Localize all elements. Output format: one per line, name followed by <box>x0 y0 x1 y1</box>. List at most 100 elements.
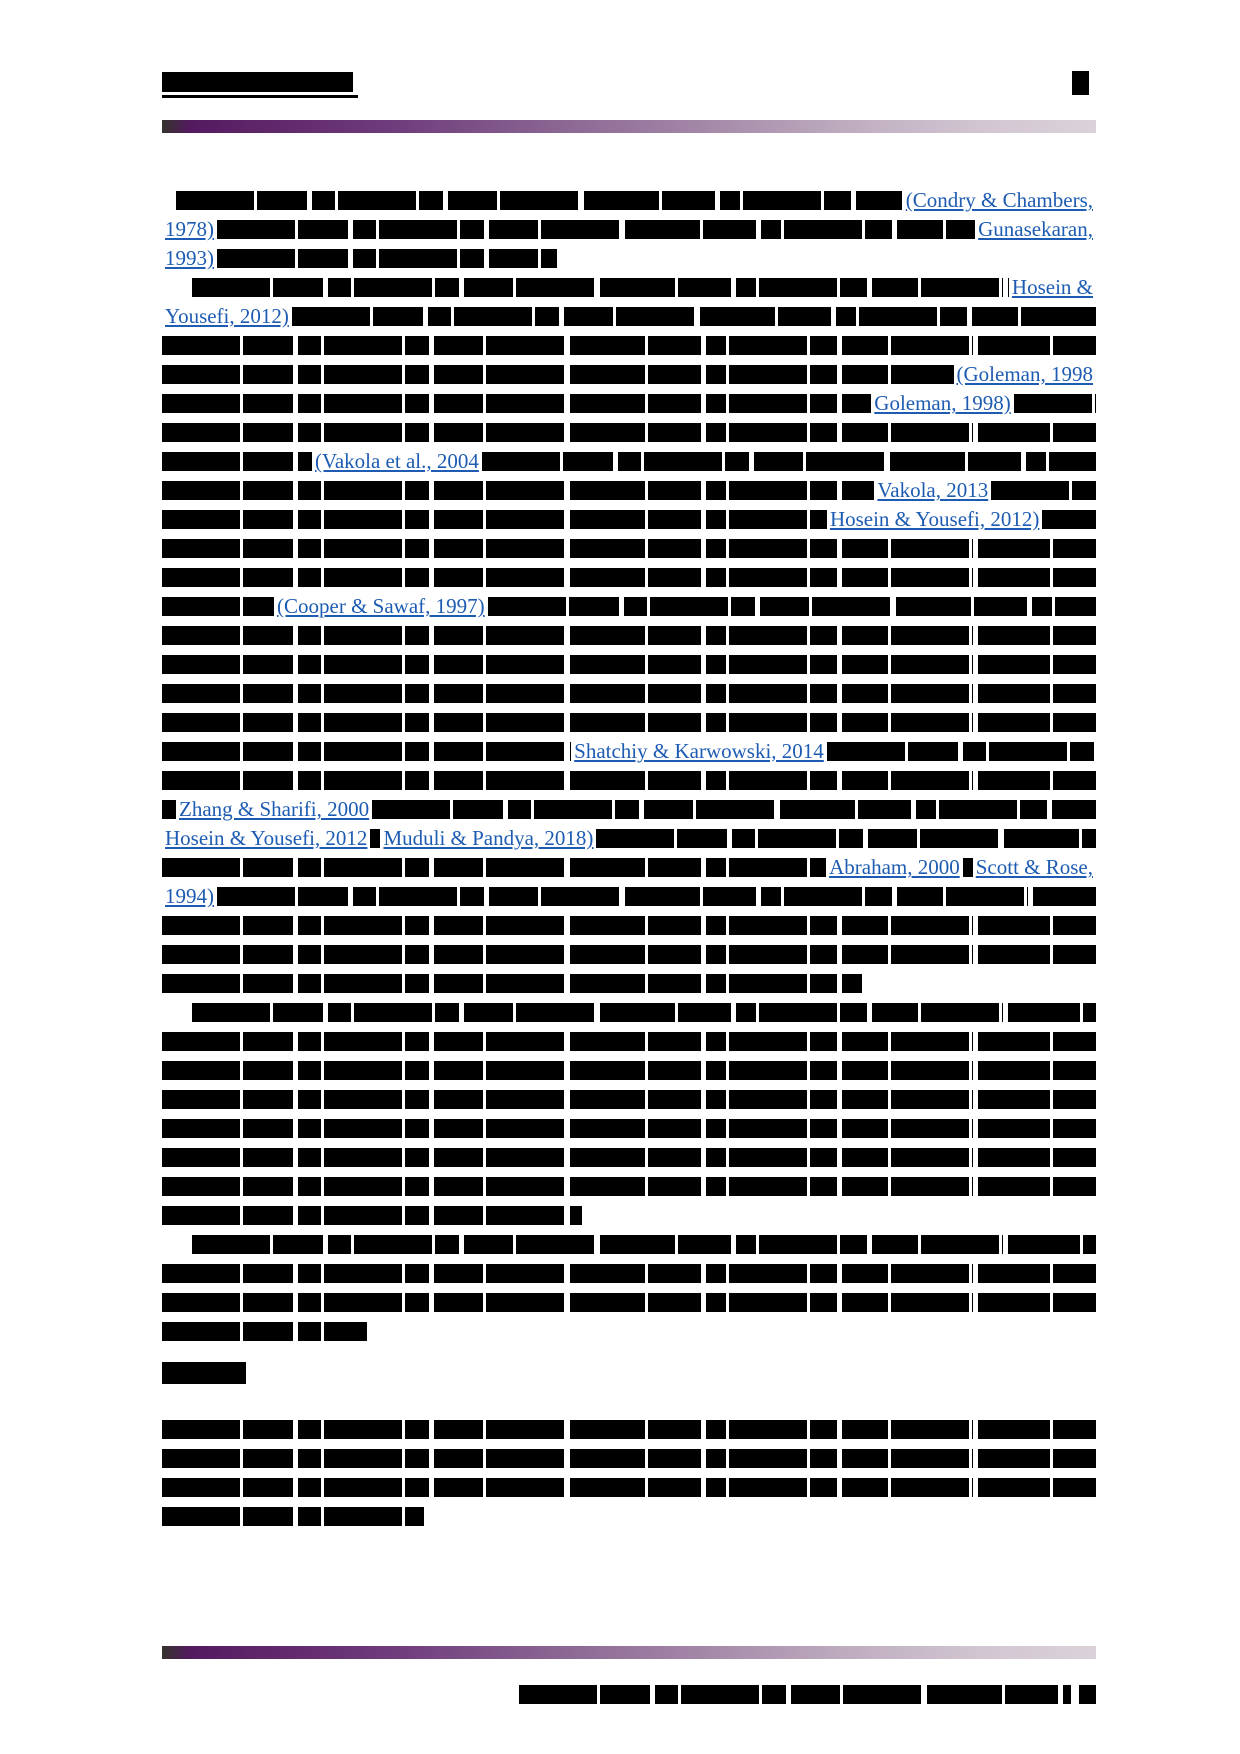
footer-rule-gradient <box>162 1646 1096 1659</box>
redacted-text <box>162 1177 1096 1196</box>
citation-link[interactable]: 1993) <box>165 246 214 270</box>
text-line: Zhang & Sharifi, 2000 <box>162 795 1096 824</box>
redacted-text <box>162 1478 1096 1497</box>
text-line <box>162 1317 1096 1346</box>
section-heading-redacted <box>162 1361 246 1384</box>
redacted-text <box>519 1684 1071 1704</box>
text-line <box>162 1172 1096 1201</box>
redacted-text <box>162 423 1096 442</box>
redacted-text <box>162 858 827 877</box>
citation-link[interactable]: 1994) <box>165 884 214 908</box>
text-line: 1994) <box>162 882 1096 911</box>
citation-link[interactable]: Vakola, 2013 <box>877 478 989 502</box>
text-spacer <box>1071 1685 1079 1704</box>
citation-link[interactable]: Scott & Rose, <box>975 855 1093 879</box>
redacted-text <box>217 887 1096 906</box>
text-line <box>162 1259 1096 1288</box>
citation-link[interactable]: (Condry & Chambers, <box>905 188 1093 212</box>
text-line: Yousefi, 2012) <box>162 302 1096 331</box>
redacted-text <box>596 829 1096 848</box>
text-line: (Cooper & Sawaf, 1997) <box>162 592 1096 621</box>
text-line: (Condry & Chambers, <box>162 186 1096 215</box>
running-head-underline <box>162 95 358 98</box>
redacted-text <box>1042 510 1096 529</box>
text-line: Abraham, 2000 Scott & Rose, <box>162 853 1096 882</box>
redacted-text <box>1013 394 1096 413</box>
text-line <box>162 1085 1096 1114</box>
page-number-redacted <box>1072 71 1089 95</box>
text-line: Shatchiy & Karwowski, 2014 <box>162 737 1096 766</box>
text-line <box>162 650 1096 679</box>
redacted-text <box>481 452 1096 471</box>
section-heading-row <box>162 1358 1096 1387</box>
redacted-text <box>162 1264 1096 1283</box>
redacted-text <box>176 191 903 210</box>
redacted-text <box>192 1003 1096 1022</box>
text-line <box>162 940 1096 969</box>
citation-link[interactable]: (Cooper & Sawaf, 1997) <box>277 594 485 618</box>
redacted-text <box>962 858 973 877</box>
citation-link[interactable]: Shatchiy & Karwowski, 2014 <box>574 739 824 763</box>
text-line <box>162 911 1096 940</box>
redacted-text <box>370 829 381 848</box>
redacted-text <box>162 1090 1096 1109</box>
running-head-redacted <box>162 72 358 98</box>
text-line <box>162 1502 1096 1531</box>
text-line: Vakola, 2013 <box>162 476 1096 505</box>
text-line: (Goleman, 1998 <box>162 360 1096 389</box>
citation-link[interactable]: Zhang & Sharifi, 2000 <box>179 797 370 821</box>
redacted-text <box>162 510 827 529</box>
redacted-text <box>162 1148 1096 1167</box>
redacted-text <box>162 1293 1096 1312</box>
text-line: 1978) Gunasekaran, <box>162 215 1096 244</box>
text-line <box>162 1473 1096 1502</box>
citation-link[interactable]: Goleman, 1998) <box>874 391 1011 415</box>
text-line: Goleman, 1998) <box>162 389 1096 418</box>
redacted-text <box>162 684 1096 703</box>
running-head-bar <box>162 72 353 92</box>
redacted-text <box>162 568 1096 587</box>
redacted-text <box>1079 1684 1096 1704</box>
redacted-text <box>162 742 572 761</box>
redacted-text <box>162 945 1096 964</box>
redacted-text <box>372 800 1096 819</box>
footer-redacted <box>162 1684 1096 1704</box>
redacted-text <box>162 916 1096 935</box>
text-line: Hosein & <box>162 273 1096 302</box>
citation-link[interactable]: (Vakola et al., 2004 <box>315 449 479 473</box>
text-line: Hosein & Yousefi, 2012 Muduli & Pandya, 2… <box>162 824 1096 853</box>
redacted-text <box>162 394 872 413</box>
text-spacer <box>162 1003 192 1022</box>
text-line <box>162 679 1096 708</box>
header-rule-gradient <box>162 120 1096 133</box>
citation-link[interactable]: Hosein & Yousefi, 2012 <box>165 826 368 850</box>
text-line <box>162 1056 1096 1085</box>
citation-link[interactable]: Hosein & Yousefi, 2012) <box>829 507 1040 531</box>
redacted-text <box>162 1507 424 1526</box>
text-line <box>162 1288 1096 1317</box>
text-line <box>162 708 1096 737</box>
citation-link[interactable]: 1978) <box>165 217 214 241</box>
redacted-text <box>162 1032 1096 1051</box>
citation-link[interactable]: Yousefi, 2012) <box>165 304 289 328</box>
text-line <box>162 998 1096 1027</box>
redacted-text <box>162 336 1096 355</box>
text-spacer <box>162 278 192 297</box>
redacted-text <box>162 597 274 616</box>
citation-link[interactable]: (Goleman, 1998 <box>956 362 1093 386</box>
text-line: 1993) <box>162 244 1096 273</box>
citation-link[interactable]: Muduli & Pandya, 2018) <box>383 826 594 850</box>
article-body: (Condry & Chambers, 1978) Gunasekaran, 1993… <box>162 186 1096 1531</box>
text-line <box>162 621 1096 650</box>
citation-link[interactable]: Gunasekaran, <box>978 217 1093 241</box>
text-line <box>162 331 1096 360</box>
text-line <box>162 418 1096 447</box>
redacted-text <box>162 1061 1096 1080</box>
text-line <box>162 563 1096 592</box>
citation-link[interactable]: Hosein & <box>1011 275 1093 299</box>
redacted-text <box>162 1206 582 1225</box>
redacted-text <box>162 626 1096 645</box>
citation-link[interactable]: Abraham, 2000 <box>829 855 960 879</box>
redacted-text <box>162 713 1096 732</box>
